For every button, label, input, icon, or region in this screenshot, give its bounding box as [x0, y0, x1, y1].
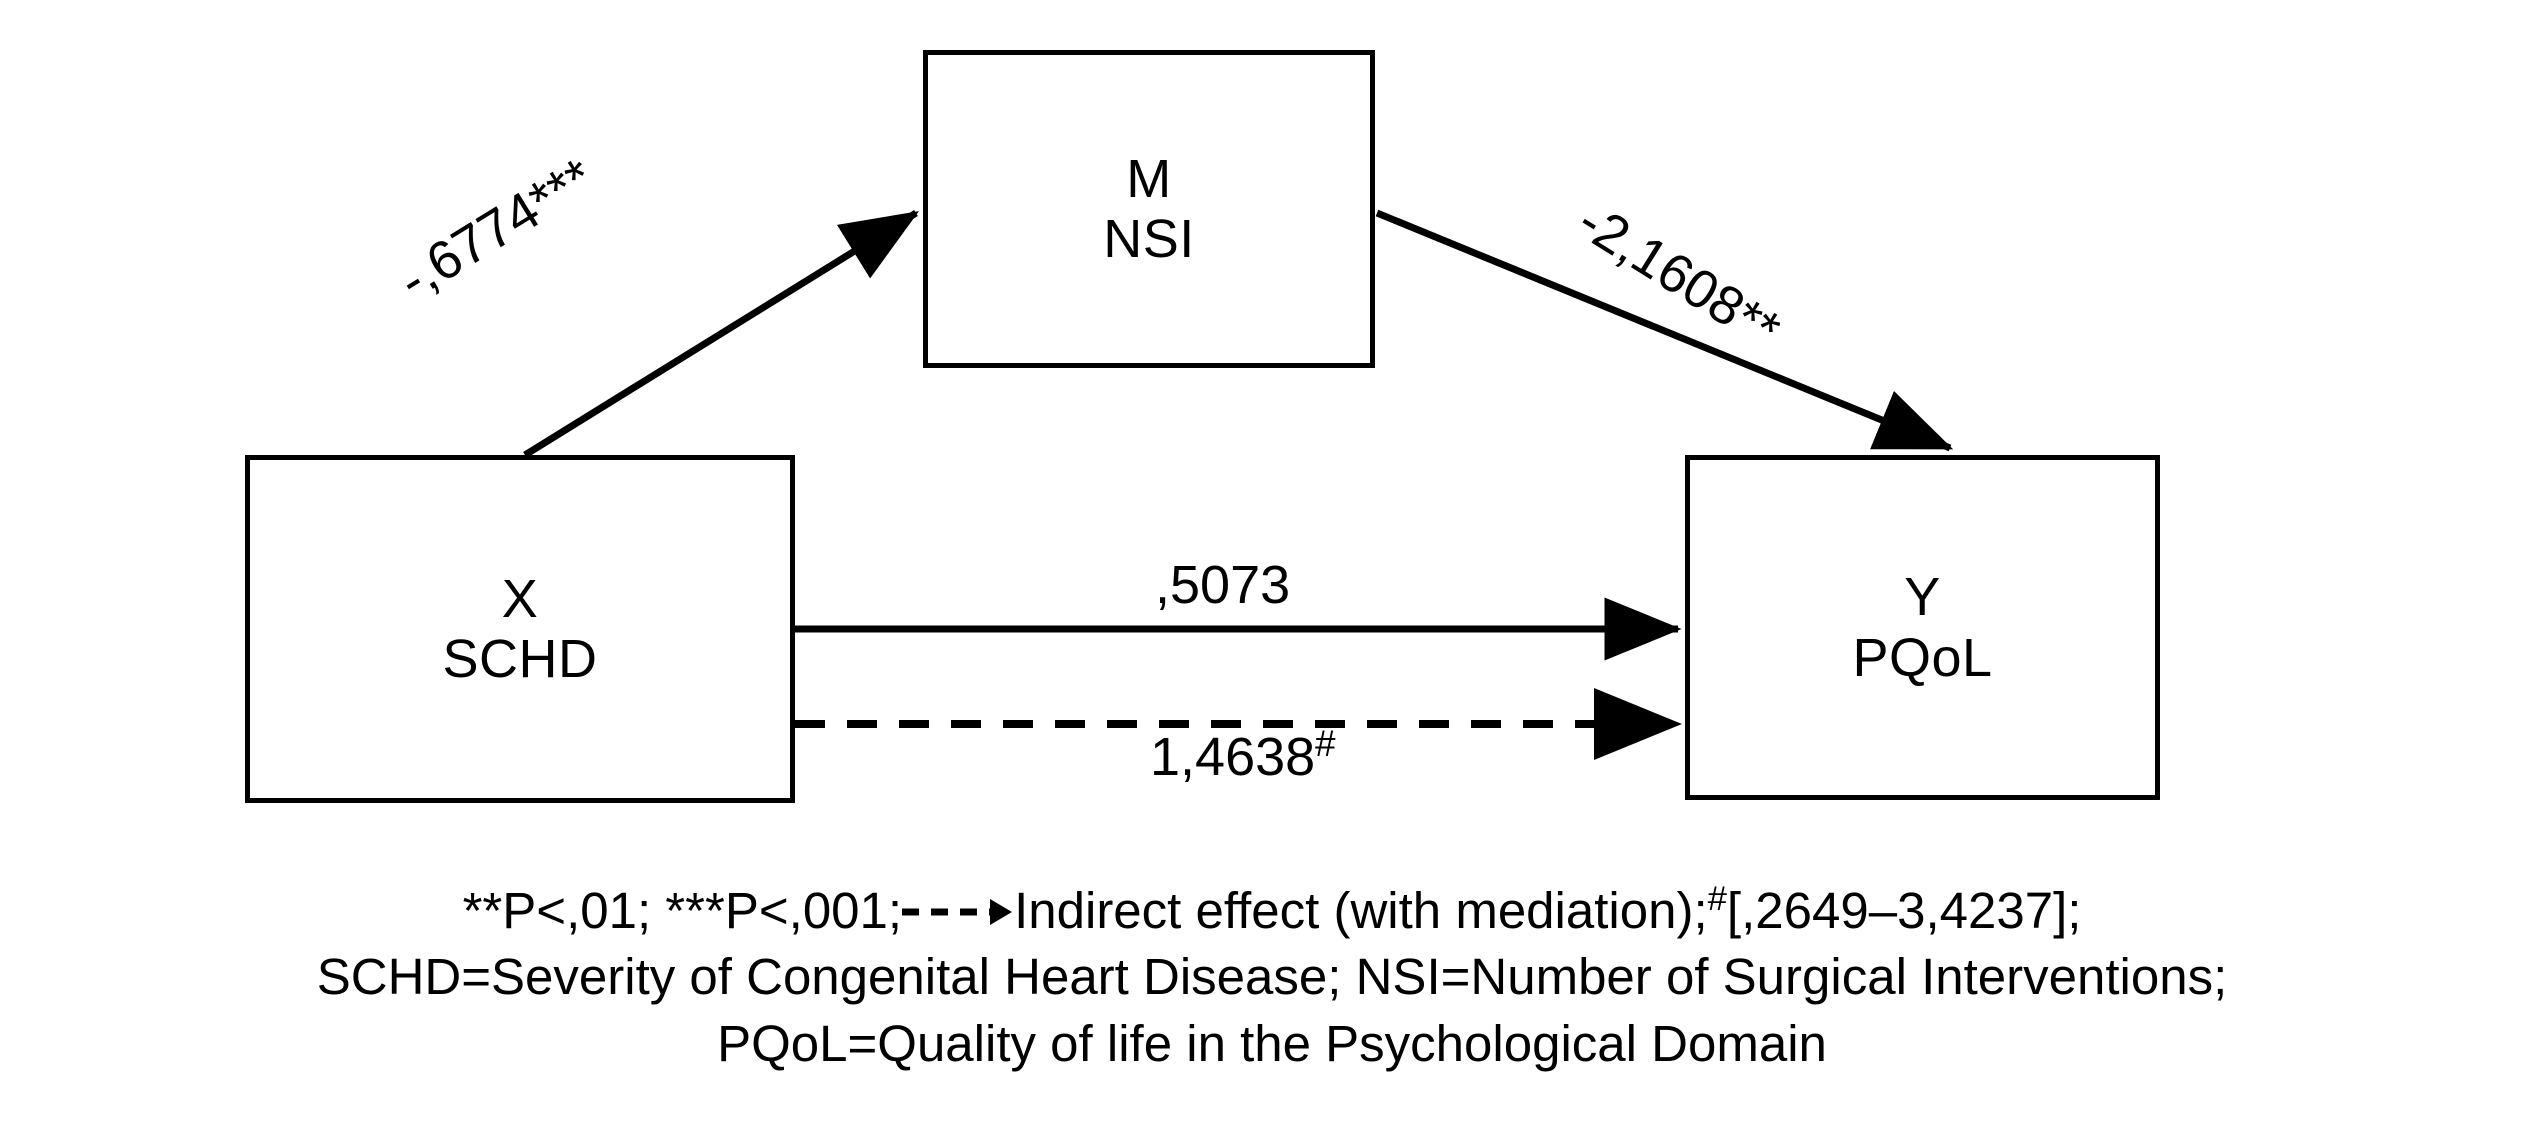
dashed-arrow-head [990, 899, 1013, 926]
caption-hash-marker: # [1707, 880, 1727, 918]
edge-m-to-y [1375, 209, 1954, 452]
caption-line-1: **P<,01; ***P<,001; Indirect effect (with… [0, 878, 2544, 944]
node-x-role-label: X [501, 568, 539, 629]
caption-line-3: PQoL=Quality of life in the Psychologica… [717, 1014, 1827, 1072]
figure-caption: **P<,01; ***P<,001; Indirect effect (with… [0, 878, 2544, 1077]
node-x-name-label: SCHD [442, 629, 598, 689]
node-box-outcome: Y PQoL [1685, 455, 2160, 800]
node-y-role-label: Y [1904, 567, 1941, 628]
node-m-name-label: NSI [1103, 209, 1195, 269]
caption-indirect-effect-text: Indirect effect (with mediation); [1014, 882, 1708, 939]
caption-significance-legend: **P<,01; ***P<,001; [462, 882, 903, 939]
dashed-arrow-icon [902, 896, 1014, 928]
node-box-predictor: X SCHD [245, 455, 795, 803]
edge-label-c-prime-sup: # [1315, 723, 1336, 764]
node-box-mediator: M NSI [923, 50, 1375, 368]
caption-line-2: SCHD=Severity of Congenital Heart Diseas… [316, 948, 2228, 1006]
dashed-arrow-shaft [902, 908, 993, 916]
node-m-role-label: M [1126, 148, 1172, 209]
edge-label-c-prime-value: 1,4638 [1150, 727, 1316, 787]
caption-confidence-interval: [,2649–3,4237]; [1726, 882, 2082, 939]
edge-x-to-m [523, 210, 919, 458]
edge-label-c: ,5073 [1155, 555, 1291, 615]
edge-label-c-prime: 1,4638# [1150, 723, 1336, 788]
node-y-name-label: PQoL [1852, 627, 1993, 688]
